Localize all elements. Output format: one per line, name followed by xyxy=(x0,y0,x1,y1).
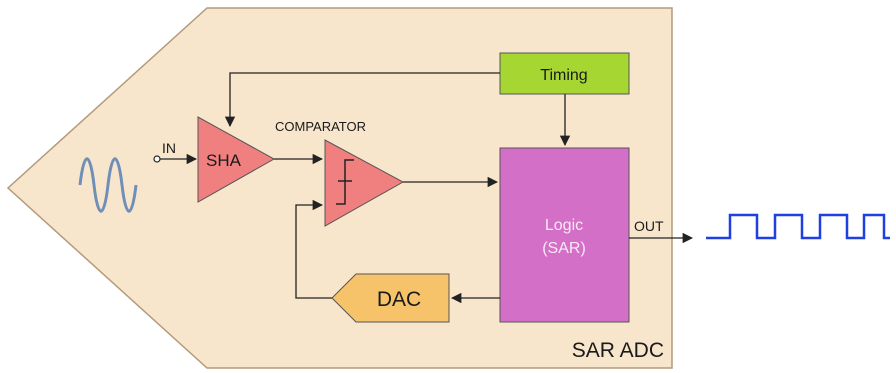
timing-block xyxy=(499,52,630,95)
dac-label: DAC xyxy=(377,288,421,311)
logic-sar-label: (SAR) xyxy=(542,240,586,257)
logic-label: Logic xyxy=(545,217,583,234)
timing-label: Timing xyxy=(540,67,587,84)
output-square-wave-icon xyxy=(706,213,890,240)
diagram-title: SAR ADC xyxy=(572,339,664,362)
input-label: IN xyxy=(162,140,176,156)
sha-block xyxy=(197,116,276,203)
sha-label: SHA xyxy=(206,151,242,170)
input-terminal xyxy=(153,155,161,163)
comparator-hysteresis-icon xyxy=(336,159,354,205)
dac-block xyxy=(331,273,450,323)
timing-to-sha-wire xyxy=(224,72,500,128)
logic-sar-block xyxy=(499,147,630,323)
dac-feedback-wire xyxy=(295,199,332,299)
input-sine-wave-icon xyxy=(78,157,138,213)
comparator-label: COMPARATOR xyxy=(275,119,366,134)
output-label: OUT xyxy=(634,218,664,234)
